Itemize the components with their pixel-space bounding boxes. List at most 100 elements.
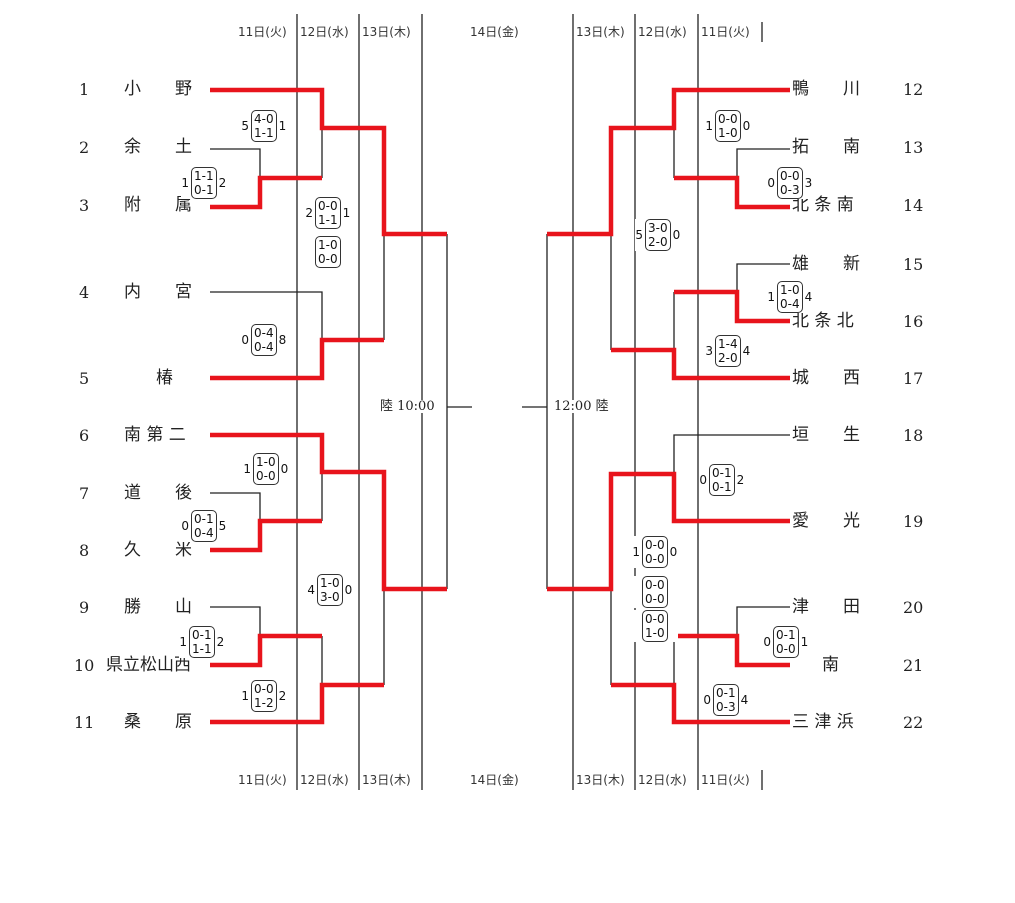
score-total-right: 2 (216, 635, 225, 649)
score-total-left: 0 (241, 333, 249, 347)
left-team-name: 内 宮 (124, 282, 192, 302)
right-seed: 15 (903, 255, 924, 274)
right-seed: 19 (903, 512, 924, 531)
left-team-name: 勝 山 (124, 597, 192, 617)
right-team-name: 鴨 川 (792, 79, 860, 99)
score-total-left: 1 (632, 545, 640, 559)
score-total-right: 8 (278, 333, 287, 347)
date-footer-left-1: 11日(火) (238, 773, 287, 787)
left-seed: 4 (79, 283, 90, 302)
score-total-right: 0 (742, 119, 751, 133)
score-total-left: 1 (179, 635, 187, 649)
left-seed: 3 (79, 196, 90, 215)
date-header-right-1: 13日(木) (576, 25, 625, 39)
score-total-left: 0 (763, 635, 771, 649)
score-first-half: 0-4 (254, 326, 274, 340)
score-total-left: 1 (181, 176, 189, 190)
score-second-half: 1-2 (254, 696, 274, 710)
right-seed: 21 (903, 656, 924, 675)
right-team-name: 垣 生 (792, 425, 860, 445)
right-team-name: 津 田 (792, 597, 860, 617)
score-total-right: 4 (804, 290, 813, 304)
left-seed: 5 (79, 369, 90, 388)
right-seed: 16 (903, 312, 924, 331)
right-seed: 17 (903, 369, 924, 388)
score-first-half: 0-0 (318, 199, 338, 213)
left-seed: 10 (74, 656, 95, 675)
score-first-half: 3-0 (648, 221, 668, 235)
right-team-name: 城 西 (792, 368, 860, 388)
score-second-half: 0-4 (780, 297, 800, 311)
score-total-right: 1 (278, 119, 287, 133)
score-second-half: 0-0 (645, 552, 665, 566)
score-total-right: 5 (218, 519, 227, 533)
date-header-left-3: 13日(木) (362, 25, 411, 39)
score-total-right: 1 (342, 206, 351, 220)
right-team-name: 愛 光 (792, 511, 860, 531)
right-seed: 14 (903, 196, 924, 215)
score-total-right: 4 (742, 344, 751, 358)
score-first-half: 0-1 (716, 686, 736, 700)
date-footer-left-3: 13日(木) (362, 773, 411, 787)
date-header-left-1: 11日(火) (238, 25, 287, 39)
date-footer-right-2: 12日(水) (638, 773, 687, 787)
score-second-half: 0-0 (645, 592, 665, 606)
score-total-left: 1 (241, 689, 249, 703)
score-total-left: 0 (703, 693, 711, 707)
score-total-left: 0 (181, 519, 189, 533)
score-second-half: 0-1 (194, 183, 214, 197)
left-team-name: 小 野 (124, 79, 192, 99)
score-second-half: 1-1 (192, 642, 212, 656)
right-team-name: 南 (822, 655, 839, 675)
score-second-half: 0-0 (256, 469, 276, 483)
left-team-name: 道 後 (124, 483, 192, 503)
score-total-left: 1 (705, 119, 713, 133)
left-team-name: 久 米 (124, 540, 192, 560)
score-total-right: 2 (736, 473, 745, 487)
score-second-half: 2-0 (648, 235, 668, 249)
score-total-left: 4 (307, 583, 315, 597)
score-first-half: 0-0 (645, 612, 665, 626)
score-second-half: 0-3 (780, 183, 800, 197)
right-seed: 18 (903, 426, 924, 445)
score-total-right: 1 (800, 635, 809, 649)
score-total-left: 3 (705, 344, 713, 358)
score-second-half: 1-0 (645, 626, 665, 640)
score-first-half: 0-0 (718, 112, 738, 126)
date-footer-right-3: 11日(火) (701, 773, 750, 787)
date-header-right-2: 12日(水) (638, 25, 687, 39)
score-total-right: 3 (804, 176, 813, 190)
score-second-half: 2-0 (718, 351, 738, 365)
score-total-right: 2 (218, 176, 227, 190)
score-first-half: 1-4 (718, 337, 738, 351)
final-venue-right: 12:00 陸 (552, 399, 611, 414)
score-first-half: 1-0 (320, 576, 340, 590)
score-second-half: 3-0 (320, 590, 340, 604)
left-team-name: 椿 (156, 368, 173, 388)
left-seed: 6 (79, 426, 90, 445)
score-first-half: 0-1 (194, 512, 214, 526)
score-total-left: 1 (243, 462, 251, 476)
